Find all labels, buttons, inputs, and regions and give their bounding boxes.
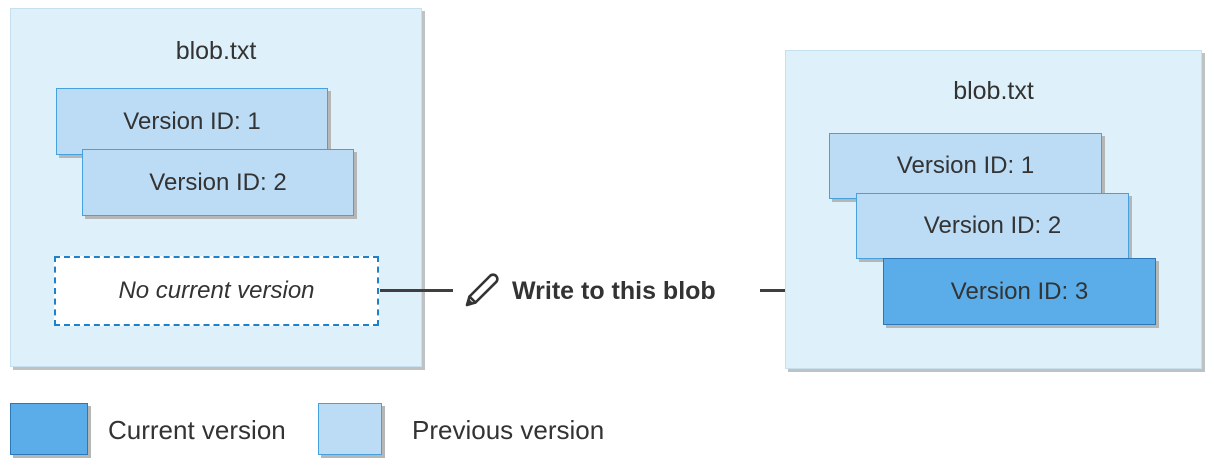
legend-label-current: Current version [108, 415, 286, 445]
pencil-icon [458, 266, 506, 319]
version-box-label: Version ID: 1 [123, 107, 261, 135]
version-box-previous: Version ID: 2 [856, 193, 1129, 259]
connector-line-left [380, 289, 453, 292]
blob-title: blob.txt [953, 77, 1034, 105]
write-action-label: Write to this blob [512, 277, 716, 305]
version-box-label: Version ID: 2 [149, 168, 287, 196]
no-current-version-box: No current version [54, 256, 379, 326]
blob-container-before: blob.txt Version ID: 1 Version ID: 2 No … [10, 8, 422, 367]
version-box-label: Version ID: 3 [950, 277, 1089, 305]
version-box-label: Version ID: 2 [923, 212, 1062, 239]
version-box-previous: Version ID: 2 [82, 149, 354, 216]
legend-label-previous: Previous version [412, 415, 605, 445]
blob-title: blob.txt [175, 37, 257, 65]
version-box-label: Version ID: 1 [896, 152, 1035, 179]
legend-swatch-previous [318, 403, 382, 455]
no-current-version-label: No current version [118, 277, 315, 304]
version-box-previous: Version ID: 1 [56, 88, 328, 155]
blob-container-after: blob.txt Version ID: 1 Version ID: 2 Ver… [785, 50, 1202, 369]
version-box-previous: Version ID: 1 [829, 133, 1102, 199]
version-box-current: Version ID: 3 [883, 258, 1156, 325]
legend-swatch-current [10, 403, 88, 455]
